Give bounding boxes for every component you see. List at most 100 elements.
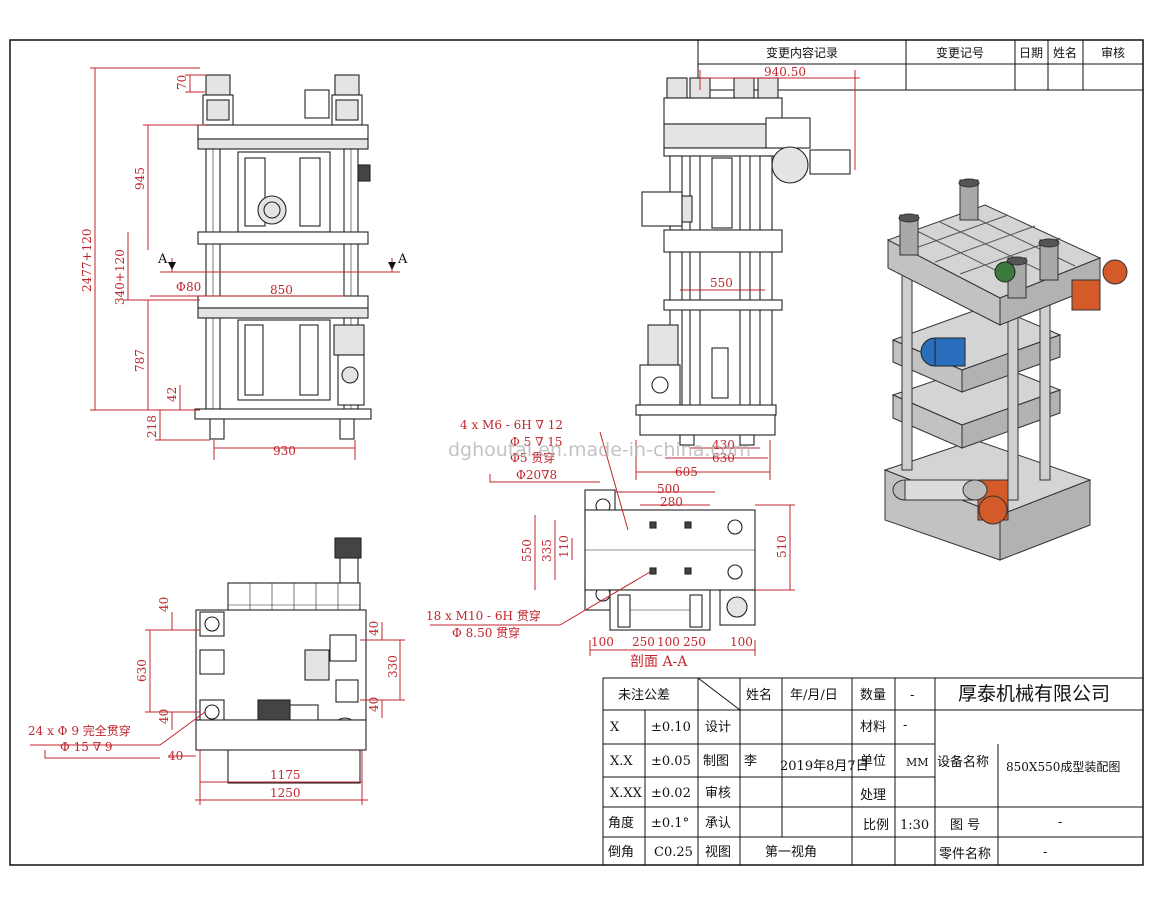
dim-940-50: 940.50 [764, 65, 806, 79]
prop-scale: 比例 [863, 818, 889, 833]
side-view-dimensions: 940.50 550 430 630 605 [635, 65, 860, 480]
drawing-no-value: - [1058, 815, 1062, 830]
section-view-dimensions: 4 x M6 - 6H ∇ 12 Φ 5 ∇ 15 Φ5 贯穿 Φ20∇8 50… [426, 418, 795, 670]
dim-787: 787 [133, 349, 147, 372]
revision-header-date: 日期 [1019, 46, 1043, 60]
dim-42: 42 [165, 387, 179, 402]
isometric-view [883, 178, 1128, 561]
dim-850: 850 [270, 283, 293, 297]
section-mark-right: A [397, 252, 408, 267]
scale-value: 1:30 [900, 818, 929, 833]
note-m6-line4: Φ20∇8 [516, 468, 557, 482]
tol-value-chamfer: C0.25 [654, 845, 693, 860]
front-view [194, 74, 372, 440]
company-name: 厚泰机械有限公司 [958, 683, 1110, 705]
dim-top-40c: 40 [367, 621, 381, 636]
tol-label-x: X [610, 720, 620, 735]
dim-945: 945 [133, 167, 147, 190]
tol-value-xxx: ±0.02 [651, 786, 691, 801]
note-m6-line3: Φ5 贯穿 [510, 450, 555, 465]
dim-430: 430 [712, 438, 735, 452]
dim-605: 605 [675, 465, 698, 479]
note-m10-line2: Φ 8.50 贯穿 [452, 625, 520, 640]
dim-top-630: 630 [135, 659, 149, 682]
front-view-dimensions: 70 945 2477+120 340+120 787 42 218 Φ 80 … [80, 67, 400, 460]
material-value: - [903, 718, 907, 733]
tol-value-xx: ±0.05 [651, 754, 691, 769]
dim-top-40d: 40 [367, 697, 381, 712]
dim-550: 550 [710, 276, 733, 290]
tol-value-angle: ±0.1° [651, 816, 689, 831]
device-name-value: 850X550成型装配图 [1006, 760, 1120, 774]
role-view: 视图 [705, 845, 731, 860]
prop-quantity: 数量 [860, 688, 886, 703]
dim-phi-symbol: Φ [176, 280, 186, 294]
dim-top-1175: 1175 [270, 768, 301, 782]
revision-header-review: 审核 [1101, 45, 1125, 60]
role-approve: 承认 [705, 816, 731, 831]
revision-header-content: 变更内容记录 [766, 45, 838, 60]
tol-label-angle: 角度 [608, 815, 634, 831]
dim-top-1250: 1250 [270, 786, 301, 800]
note-24x-phi9: 24 x Φ 9 完全贯穿 [28, 723, 131, 738]
dim-top-330: 330 [386, 655, 400, 678]
tol-label-xx: X.X [610, 754, 633, 769]
dim-top-40a: 40 [157, 597, 171, 612]
dim-340-120: 340+120 [113, 249, 127, 305]
role-design: 设计 [705, 720, 731, 735]
revision-header-name: 姓名 [1053, 45, 1077, 60]
top-view [195, 537, 367, 784]
revision-block: 变更内容记录 变更记号 日期 姓名 审核 [697, 39, 1144, 91]
tol-value-x: ±0.10 [651, 720, 691, 735]
top-view-dimensions: 40 630 40 40 330 40 40 1175 1250 24 x Φ … [28, 597, 405, 805]
part-name-value: - [1043, 845, 1047, 860]
dim-sec-100a: 100 [591, 635, 614, 649]
role-draft: 制图 [703, 754, 729, 769]
prop-unit: 单位 [860, 754, 886, 769]
side-view [635, 77, 851, 446]
revision-header-mark: 变更记号 [936, 45, 984, 60]
dim-sec-500: 500 [657, 482, 680, 496]
section-view [584, 489, 756, 631]
quantity-value: - [910, 688, 914, 703]
note-m6-line2: Φ 5 ∇ 15 [510, 435, 563, 449]
sign-header-name: 姓名 [746, 687, 772, 703]
dim-sec-250a: 250 [632, 635, 655, 649]
tol-label-xxx: X.XX [610, 786, 643, 801]
dim-top-40e: 40 [168, 749, 183, 763]
dim-sec-100b: 100 [657, 635, 680, 649]
dim-70: 70 [175, 75, 189, 90]
role-review: 审核 [705, 786, 731, 801]
view-value: 第一视角 [765, 845, 817, 860]
sheet-border [9, 39, 1144, 866]
drafter-name: 李 [744, 754, 757, 769]
dim-sec-100c: 100 [730, 635, 753, 649]
prop-treatment: 处理 [860, 788, 886, 803]
tol-label-chamfer: 倒角 [608, 845, 634, 860]
section-label: 剖面 A-A [630, 654, 688, 670]
device-name-label: 设备名称 [937, 754, 989, 770]
prop-material: 材料 [860, 720, 886, 735]
tolerance-header: 未注公差 [618, 688, 670, 703]
drafter-date: 2019年8月7日 [780, 759, 869, 774]
note-phi15: Φ 15 ∇ 9 [60, 740, 113, 754]
part-name-label: 零件名称 [939, 846, 991, 862]
dim-630: 630 [712, 451, 735, 465]
title-block: 未注公差 姓名 年/月/日 X ±0.10 X.X ±0.05 X.XX ±0.… [602, 677, 1144, 866]
section-mark-left: A [157, 252, 168, 267]
dim-phi-80: 80 [186, 280, 201, 294]
dim-sec-250b: 250 [683, 635, 706, 649]
note-m6-line1: 4 x M6 - 6H ∇ 12 [460, 418, 563, 432]
drawing-no-label: 图 号 [950, 818, 980, 833]
sign-header-date: 年/月/日 [790, 688, 838, 703]
dim-2477-120: 2477+120 [80, 229, 94, 293]
dim-930: 930 [273, 444, 296, 458]
unit-value: MM [906, 756, 929, 769]
dim-sec-110: 110 [557, 535, 571, 558]
dim-sec-510: 510 [775, 535, 789, 558]
watermark: dghoutai.en.made-in-china.com [448, 439, 751, 461]
dim-sec-280: 280 [660, 495, 683, 509]
dim-218: 218 [145, 415, 159, 438]
dim-sec-550: 550 [520, 539, 534, 562]
